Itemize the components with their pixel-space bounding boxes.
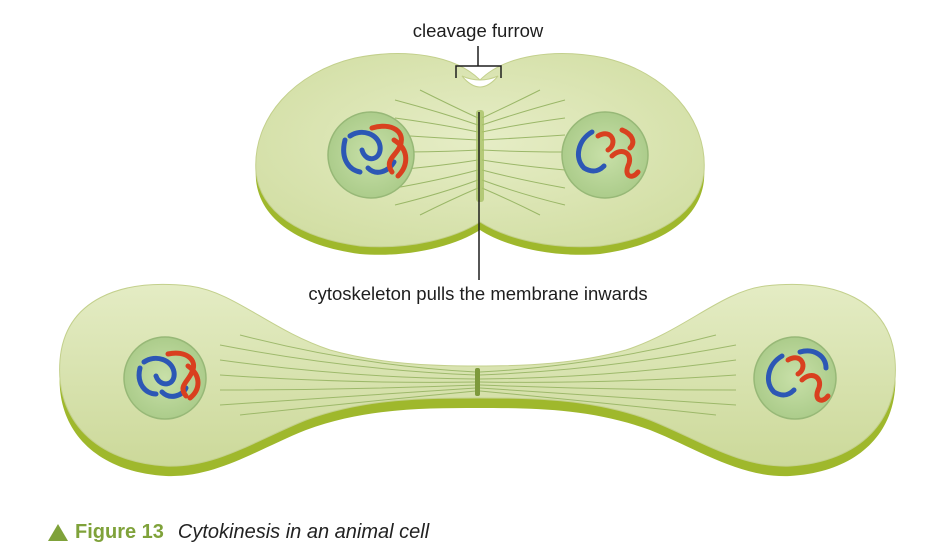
cytoskeleton-callout: cytoskeleton pulls the membrane inwards	[308, 112, 648, 304]
dividing-cell-late	[59, 283, 896, 477]
midbody	[475, 368, 480, 396]
chromosomes	[341, 123, 409, 179]
chromosomes	[575, 127, 641, 179]
nucleus-top-right	[561, 111, 649, 199]
chromosomes	[136, 350, 201, 401]
figure-number: Figure 13	[75, 520, 164, 543]
cleavage-furrow-callout: cleavage furrow	[413, 20, 544, 78]
cytoskeleton-fibres	[219, 334, 737, 416]
cleavage-furrow-bracket	[455, 46, 502, 78]
figure-title: Cytokinesis in an animal cell	[177, 520, 430, 543]
triangle-up-icon	[48, 523, 68, 541]
dividing-cell-early	[255, 53, 705, 255]
cleavage-furrow-label: cleavage furrow	[413, 20, 544, 41]
nucleus-bottom-left	[123, 336, 207, 420]
figure-caption: Figure 13 Cytokinesis in an animal cell	[48, 517, 429, 547]
contractile-ring	[476, 110, 484, 202]
cytoskeleton-fibres	[394, 89, 566, 216]
cytokinesis-diagram: cleavage furrow cytoskeleton pulls the m…	[59, 20, 896, 477]
nucleus-top-left	[327, 111, 415, 199]
nucleus-bottom-right	[753, 336, 837, 420]
chromosomes	[765, 348, 831, 403]
cleavage-furrow-notch	[461, 75, 499, 88]
cytoskeleton-label: cytoskeleton pulls the membrane inwards	[308, 283, 647, 304]
